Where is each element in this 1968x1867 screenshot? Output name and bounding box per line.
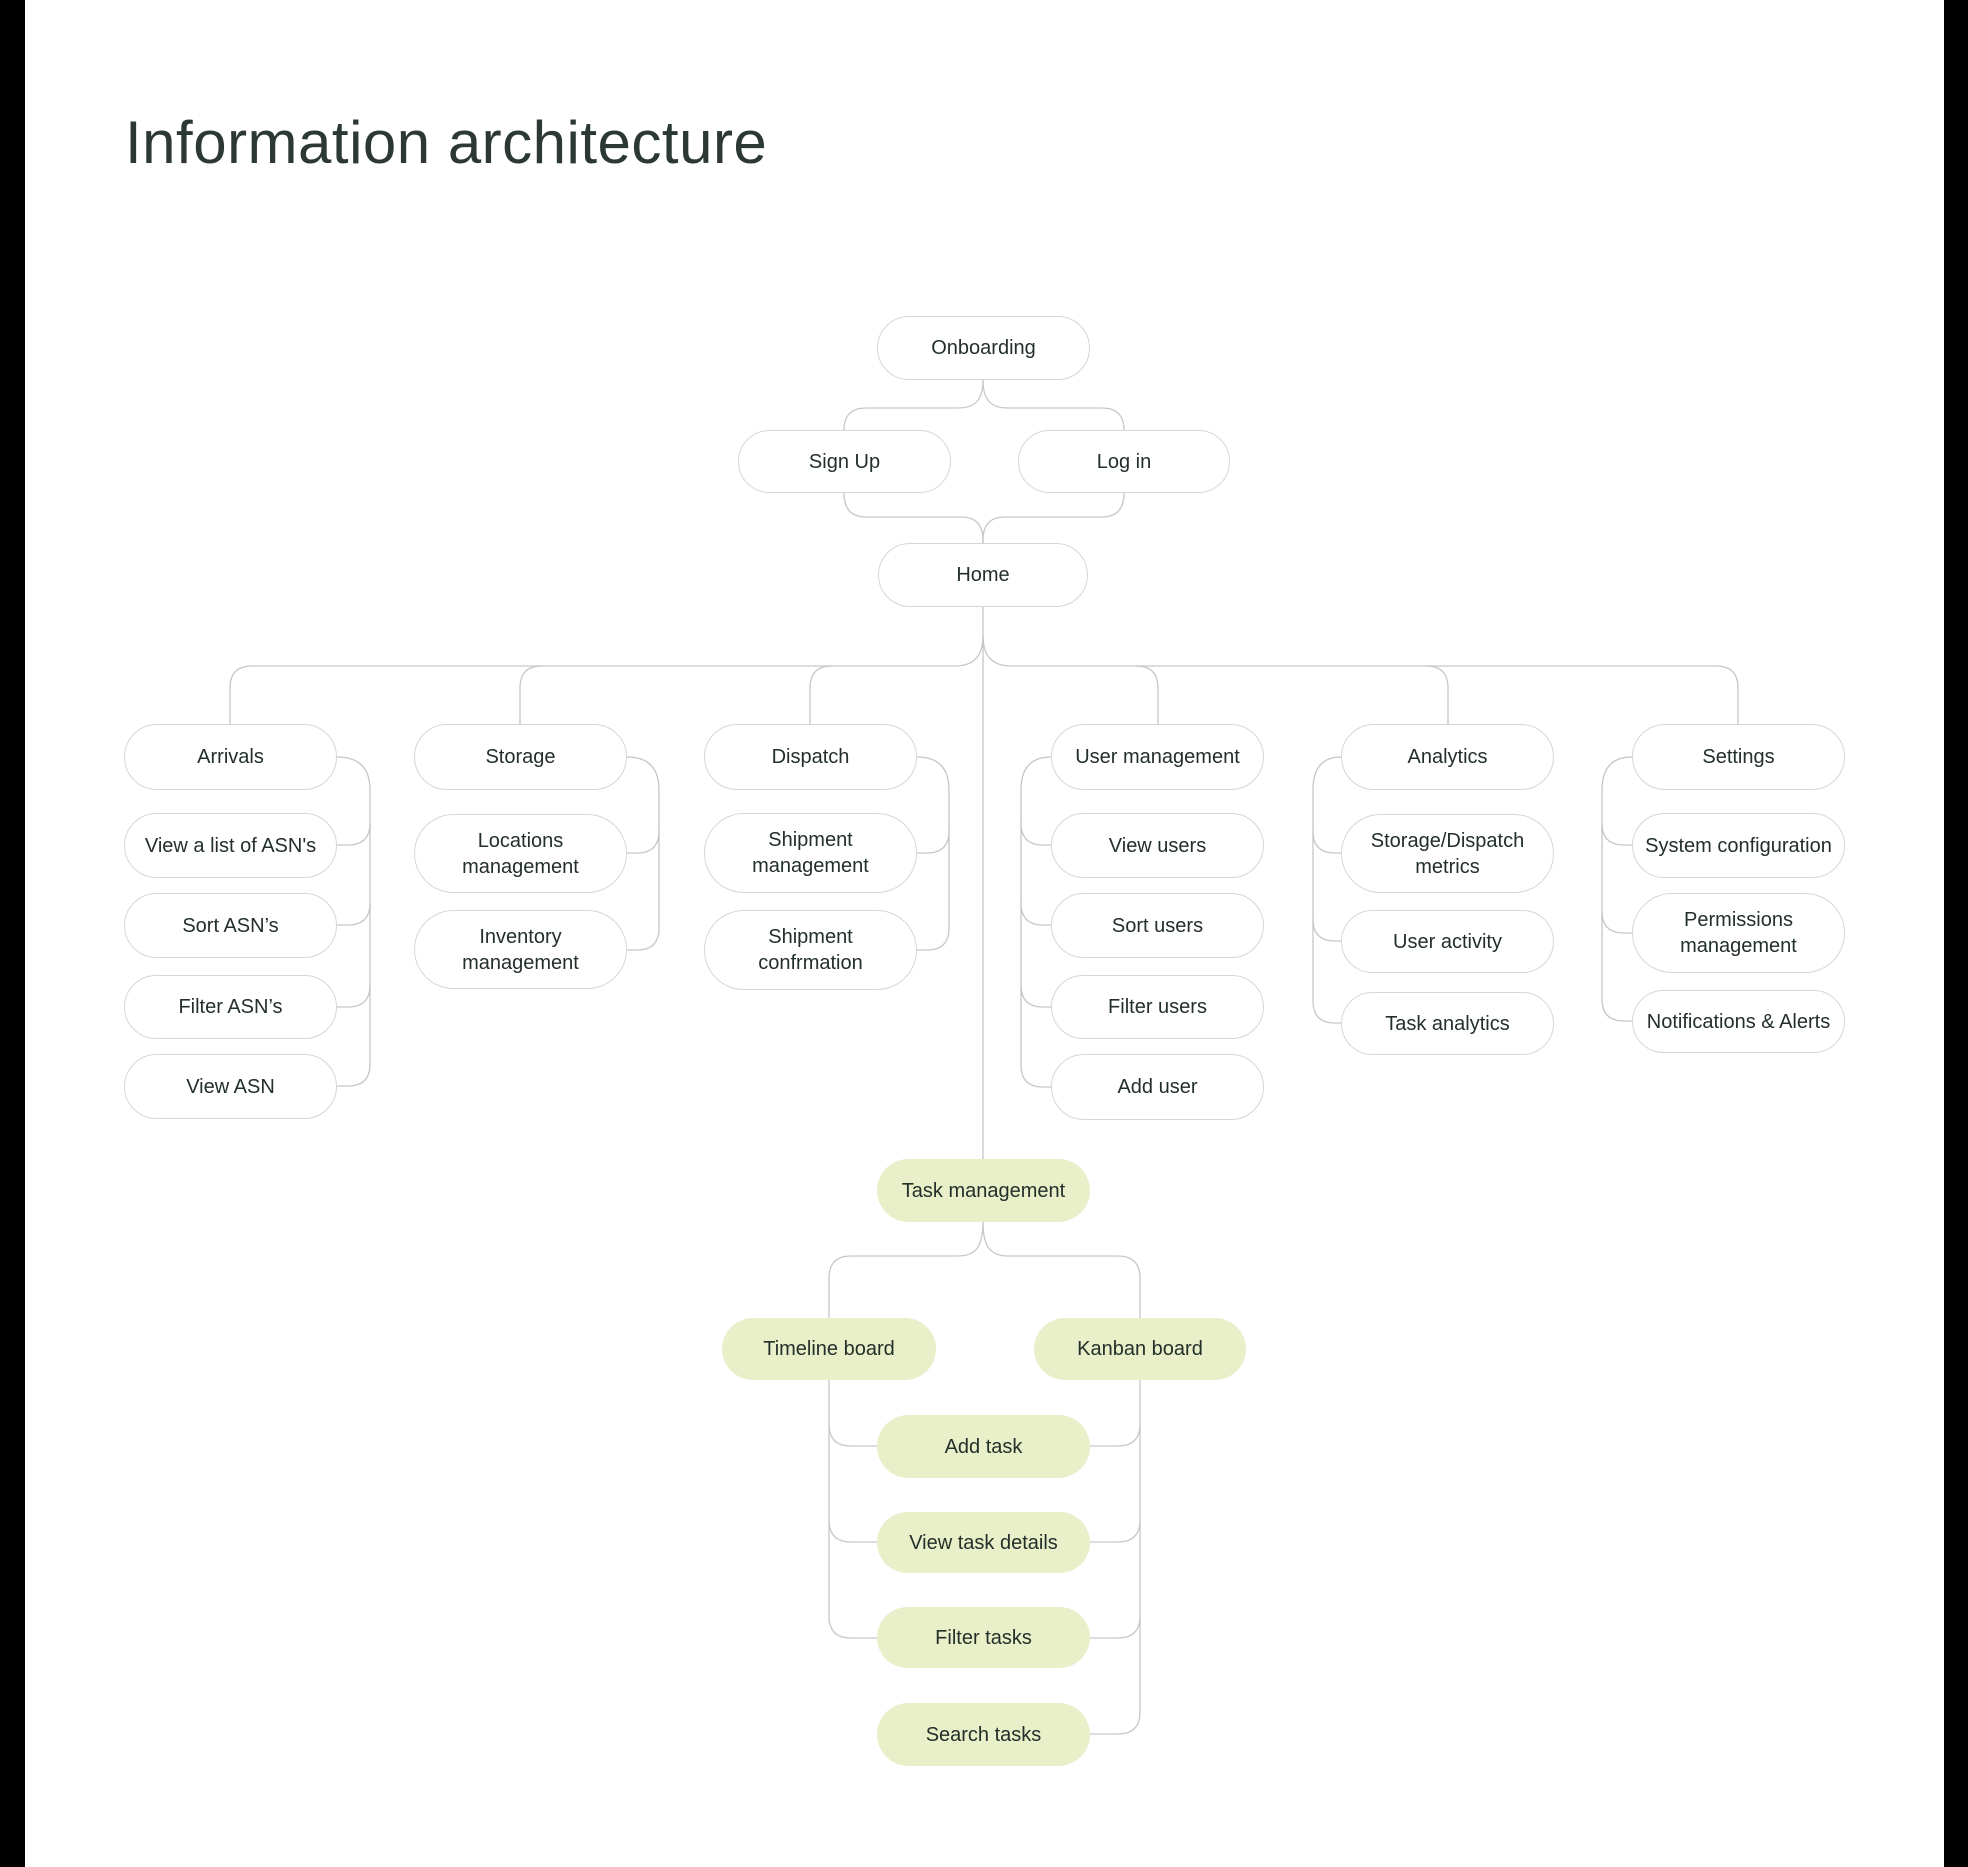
connector-signup-home bbox=[843, 492, 984, 543]
connector-arrivals-rail bbox=[336, 756, 371, 1087]
node-add-user[interactable]: Add user bbox=[1051, 1054, 1264, 1120]
node-notifications-alerts[interactable]: Notifications & Alerts bbox=[1632, 990, 1845, 1053]
connector-hook-sort-asns bbox=[337, 902, 371, 926]
node-home[interactable]: Home bbox=[878, 543, 1088, 607]
connector-taskmgmt-timeline bbox=[828, 1221, 984, 1318]
node-user-activity[interactable]: User activity bbox=[1341, 910, 1554, 973]
node-view-task-details[interactable]: View task details bbox=[877, 1512, 1090, 1573]
connector-settings-rail bbox=[1601, 756, 1633, 1022]
node-onboarding[interactable]: Onboarding bbox=[877, 316, 1090, 380]
node-timeline-board[interactable]: Timeline board bbox=[722, 1318, 936, 1380]
node-user-management[interactable]: User management bbox=[1051, 724, 1264, 790]
connector-hook-storage-dispatch-metrics bbox=[1312, 830, 1341, 854]
node-analytics[interactable]: Analytics bbox=[1341, 724, 1554, 790]
node-kanban-board[interactable]: Kanban board bbox=[1034, 1318, 1246, 1380]
node-dispatch[interactable]: Dispatch bbox=[704, 724, 917, 790]
right-black-bar bbox=[1944, 0, 1968, 1867]
connector-drop-user-management bbox=[1135, 665, 1159, 724]
connector-analytics-rail bbox=[1312, 756, 1342, 1024]
node-filter-users[interactable]: Filter users bbox=[1051, 975, 1264, 1039]
page-title: Information architecture bbox=[125, 109, 768, 176]
connector-hook-right-filter-tasks bbox=[1090, 1615, 1141, 1639]
connector-onboarding-signup bbox=[843, 379, 984, 431]
node-sign-up[interactable]: Sign Up bbox=[738, 430, 951, 493]
connector-hook-system-configuration bbox=[1601, 822, 1632, 846]
connector-hook-shipment-management bbox=[917, 830, 950, 854]
connector-rail-left bbox=[229, 635, 984, 724]
node-sort-users[interactable]: Sort users bbox=[1051, 893, 1264, 958]
connector-hook-left-view-task-details bbox=[828, 1519, 877, 1543]
connector-drop-dispatch bbox=[809, 665, 833, 724]
connector-onboarding-login bbox=[982, 379, 1125, 431]
node-filter-tasks[interactable]: Filter tasks bbox=[877, 1607, 1090, 1668]
connector-hook-sort-users bbox=[1020, 902, 1051, 926]
node-system-configuration[interactable]: System configuration bbox=[1632, 813, 1845, 878]
node-storage[interactable]: Storage bbox=[414, 724, 627, 790]
connector-hook-left-add-task bbox=[828, 1423, 877, 1447]
connector-hook-right-add-task bbox=[1090, 1423, 1141, 1447]
node-settings[interactable]: Settings bbox=[1632, 724, 1845, 790]
node-view-users[interactable]: View users bbox=[1051, 813, 1264, 878]
node-task-management[interactable]: Task management bbox=[877, 1159, 1090, 1222]
node-arrivals[interactable]: Arrivals bbox=[124, 724, 337, 790]
connector-dispatch-rail bbox=[916, 756, 950, 951]
connector-kanban-rail bbox=[1090, 1380, 1141, 1735]
node-view-list-asns[interactable]: View a list of ASN's bbox=[124, 813, 337, 878]
node-filter-asns[interactable]: Filter ASN’s bbox=[124, 975, 337, 1039]
connector-hook-right-view-task-details bbox=[1090, 1519, 1141, 1543]
connector-drop-storage bbox=[519, 665, 543, 724]
connector-storage-rail bbox=[626, 756, 660, 951]
node-search-tasks[interactable]: Search tasks bbox=[877, 1703, 1090, 1766]
connector-hook-filter-users bbox=[1020, 984, 1051, 1008]
node-task-analytics[interactable]: Task analytics bbox=[1341, 992, 1554, 1055]
connector-rail-right bbox=[982, 635, 1739, 724]
connector-hook-view-list-asns bbox=[337, 822, 371, 846]
node-view-asn[interactable]: View ASN bbox=[124, 1054, 337, 1119]
left-black-bar bbox=[0, 0, 25, 1867]
node-sort-asns[interactable]: Sort ASN’s bbox=[124, 893, 337, 958]
connector-timeline-rail bbox=[828, 1380, 877, 1639]
connector-taskmgmt-kanban bbox=[982, 1221, 1141, 1318]
connector-hook-filter-asns bbox=[337, 984, 371, 1008]
connector-hook-user-activity bbox=[1312, 918, 1341, 942]
connector-hook-locations-management bbox=[627, 830, 660, 854]
connector-hook-permissions-management bbox=[1601, 910, 1632, 934]
connector-login-home bbox=[982, 492, 1125, 543]
connector-drop-analytics bbox=[1425, 665, 1449, 724]
node-log-in[interactable]: Log in bbox=[1018, 430, 1230, 493]
node-add-task[interactable]: Add task bbox=[877, 1415, 1090, 1478]
connector-hook-view-users bbox=[1020, 822, 1051, 846]
connector-user-management-rail bbox=[1020, 756, 1052, 1088]
